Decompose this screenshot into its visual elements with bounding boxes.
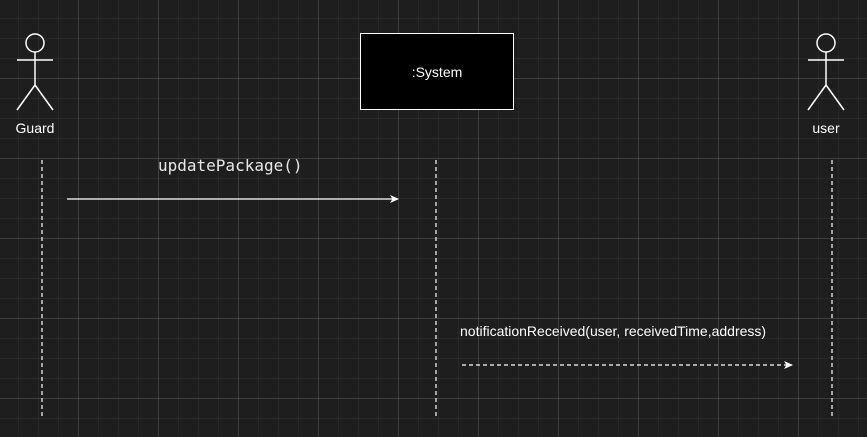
user-actor-icon xyxy=(807,33,845,111)
user-label: user xyxy=(812,120,840,136)
notification-received-label: notificationReceived(user, receivedTime,… xyxy=(460,323,767,339)
system-label: :System xyxy=(411,63,463,80)
update-package-label: updatePackage() xyxy=(158,156,303,175)
guard-actor-icon xyxy=(16,33,54,111)
system-lifeline-head: :System xyxy=(360,33,514,110)
guard-label: Guard xyxy=(15,120,55,136)
